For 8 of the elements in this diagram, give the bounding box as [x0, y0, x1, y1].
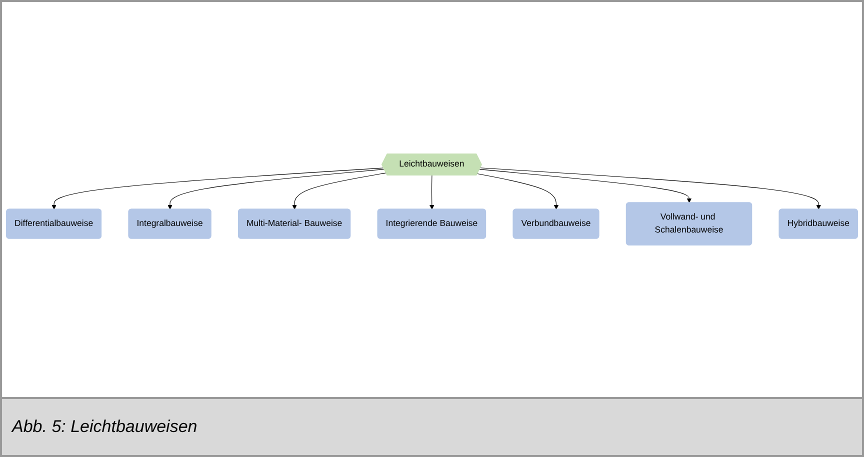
arrow — [292, 172, 386, 210]
arrow — [479, 169, 692, 203]
arrow — [430, 175, 434, 210]
arrow — [477, 173, 559, 210]
arrow — [168, 168, 385, 210]
figure-caption: Abb. 5: Leichtbauweisen — [12, 417, 198, 436]
arrow — [52, 168, 384, 210]
arrow — [480, 168, 821, 210]
